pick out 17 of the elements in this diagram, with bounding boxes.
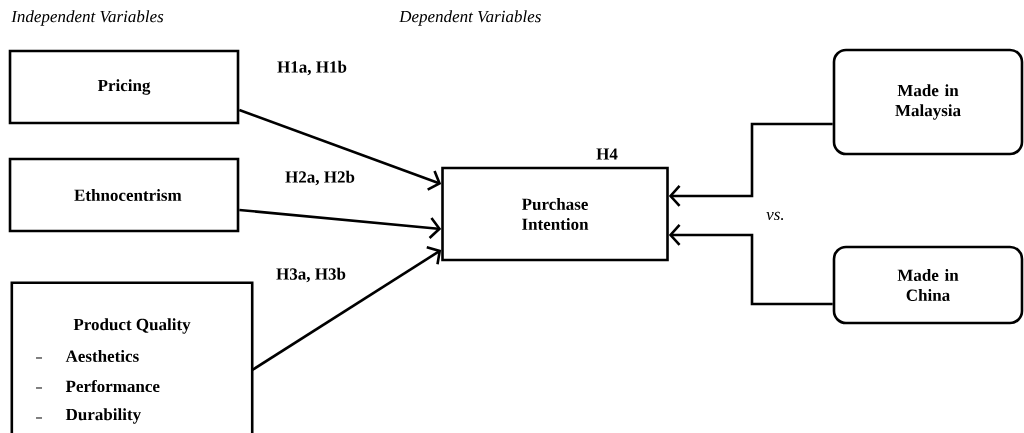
arrow bbox=[238, 108, 442, 191]
edge-label: H1a, H1b bbox=[276, 59, 348, 77]
edge-label: H2a, H2b bbox=[284, 169, 356, 187]
variable-box: Made in China bbox=[832, 245, 1024, 325]
column-heading: Independent Variables bbox=[11, 10, 164, 26]
variable-box: Made in Malaysia bbox=[832, 48, 1024, 156]
variable-box: Purchase Intention bbox=[441, 166, 669, 262]
variable-box: Pricing bbox=[8, 49, 240, 125]
column-heading: Dependent Variables bbox=[399, 10, 541, 26]
versus-label: vs. bbox=[766, 211, 784, 221]
variable-box: Product Quality Aesthetics Performance Durability bbox=[10, 281, 254, 433]
variable-box: Ethnocentrism bbox=[8, 157, 240, 233]
edge-label: H3a, H3b bbox=[275, 266, 347, 284]
arrow bbox=[668, 122, 833, 207]
arrow bbox=[251, 246, 442, 372]
arrow bbox=[668, 224, 833, 306]
arrow bbox=[239, 208, 442, 239]
